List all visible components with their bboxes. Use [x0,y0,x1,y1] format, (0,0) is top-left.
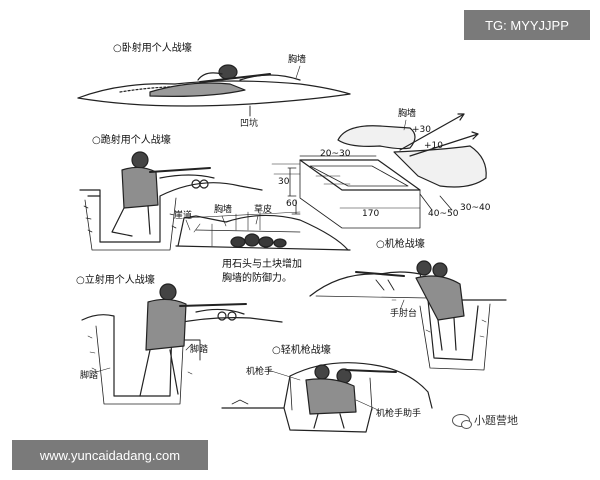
parapet-detail-drawing [175,211,351,251]
plan-dim-left-a: 30 [278,177,290,187]
standing-trench-drawing [81,283,283,405]
cliff-path-label: 崖道 [174,211,193,221]
plan-dim-right-a: 40~50 [428,209,459,219]
plan-angle-up: +30 [412,125,431,135]
elbow-rest-label: 手肘台 [390,309,418,319]
plan-dim-top: 20~30 [320,149,351,159]
wechat-watermark: 小题营地 [452,412,518,429]
machine-gun-trench-title: ○机枪战壕 [376,239,425,250]
machine-gun-trench-drawing [309,260,507,371]
detail-parapet-label: 胸墙 [214,205,233,215]
plan-view-drawing [271,113,487,229]
prone-trench-drawing [77,64,351,117]
assistant-gunner-label: 机枪手助手 [376,409,422,419]
prone-trench-title: ○卧射用个人战壕 [113,43,192,54]
plan-dim-left-b: 60 [286,199,298,209]
light-mg-trench-drawing [221,362,433,433]
plan-angle-down: +10 [424,141,443,151]
plan-parapet-label: 胸墙 [398,109,417,119]
kneeling-trench-drawing [79,151,263,251]
gunner-label: 机枪手 [246,367,274,377]
kneeling-trench-title: ○跪射用个人战壕 [92,135,171,146]
footstep-right-label: 脚踏 [190,345,209,355]
wechat-icon [452,413,472,429]
footstep-left-label: 脚踏 [80,371,99,381]
telegram-watermark: TG: MYYJJPP [464,10,590,40]
wechat-account-label: 小题营地 [474,414,518,427]
turf-label: 草皮 [254,205,273,215]
parapet-note-line1: 用石头与土块增加 [222,259,302,270]
leader-lines [95,65,407,411]
light-mg-trench-title: ○轻机枪战壕 [272,345,331,356]
website-watermark: www.yuncaidadang.com [12,440,208,470]
standing-trench-title: ○立射用个人战壕 [76,275,155,286]
plan-dim-right-b: 30~40 [460,203,491,213]
prone-pit-label: 凹坑 [240,119,259,129]
prone-parapet-label: 胸墙 [288,55,307,65]
plan-dim-bottom: 170 [362,209,380,219]
parapet-note-line2: 胸墙的防御力。 [222,273,292,284]
